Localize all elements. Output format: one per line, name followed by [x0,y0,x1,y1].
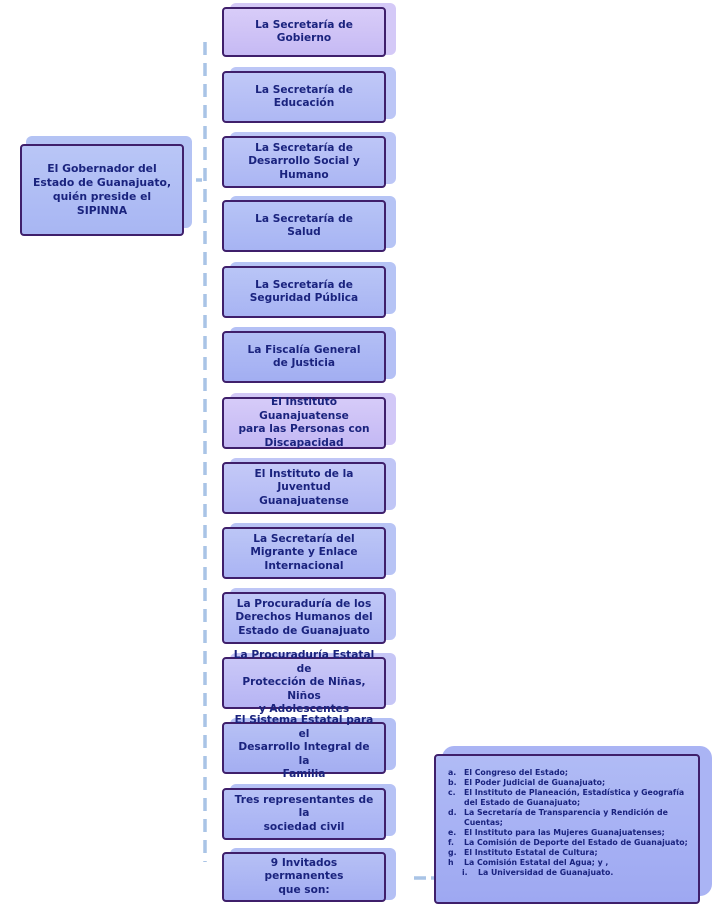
member-node-box: La Secretaría del Migrante y Enlace Inte… [222,527,386,579]
list-item-text: La Universidad de Guanajuato. [478,868,614,877]
invitees-node-box [434,754,700,904]
list-item-text: La Secretaría de Transparencia y Rendici… [464,808,668,827]
list-item-text: El Instituto para las Mujeres Guanajuate… [464,828,665,837]
member-node-box: El Instituto de la Juventud Guanajuatens… [222,462,386,514]
member-label: La Procuraduría de los Derechos Humanos … [235,597,373,637]
list-item: c. El Instituto de Planeación, Estadístic… [448,788,692,808]
member-label: La Secretaría de Educación [255,83,353,110]
list-item-text: El Poder Judicial de Guanajuato; [464,778,606,787]
member-label: La Secretaría de Seguridad Pública [249,278,359,305]
member-node-box: La Procuraduría de los Derechos Humanos … [222,592,386,644]
member-node-box: El Sistema Estatal para el Desarrollo In… [222,714,386,780]
governor-node: El Gobernador del Estado de Guanajuato, … [20,136,192,236]
member-node: La Secretaría de Gobierno [222,3,396,57]
list-marker: c. [448,788,456,797]
member-node: Tres representantes de la sociedad civil [222,784,396,840]
list-item: f. La Comisión de Deporte del Estado de G… [448,838,692,848]
list-marker: d. [448,808,457,817]
list-item-text: El Instituto de Planeación, Estadística … [464,788,685,807]
list-item: d. La Secretaría de Transparencia y Rendi… [448,808,692,828]
list-item: i. La Universidad de Guanajuato. [448,868,692,878]
member-node: La Secretaría de Educación [222,67,396,123]
list-item-text: El Congreso del Estado; [464,768,569,777]
member-node: La Secretaría de Desarrollo Social y Hum… [222,132,396,188]
list-marker: a. [448,768,457,777]
member-node: La Fiscalía General de Justicia [222,327,396,383]
member-label: La Secretaría de Desarrollo Social y Hum… [248,141,360,181]
member-label: La Procuraduría Estatal de Protección de… [233,649,375,716]
member-node-box: La Fiscalía General de Justicia [222,331,386,383]
member-node: 9 Invitados permanentes que son: [222,848,396,902]
member-label: El Instituto Guanajuatense para las Pers… [238,396,370,449]
member-label: La Secretaría del Migrante y Enlace Inte… [250,532,358,572]
member-label: El Instituto de la Juventud Guanajuatens… [254,467,354,507]
member-label: Tres representantes de la sociedad civil [234,793,374,833]
list-marker: i. [462,868,468,877]
governor-label: El Gobernador del Estado de Guanajuato, … [32,162,172,217]
member-node: El Sistema Estatal para el Desarrollo In… [222,714,396,780]
invitees-node [434,746,712,904]
list-item-text: La Comisión Estatal del Agua; y , [464,858,609,867]
member-node-box: La Procuraduría Estatal de Protección de… [222,649,386,715]
list-marker: b. [448,778,457,787]
list-item: e. El Instituto para las Mujeres Guanajua… [448,828,692,838]
member-node: La Secretaría del Migrante y Enlace Inte… [222,523,396,579]
member-node-box: La Secretaría de Educación [222,71,386,123]
member-node: El Instituto Guanajuatense para las Pers… [222,393,396,449]
list-item: a. El Congreso del Estado; [448,768,692,778]
list-marker: f. [448,838,454,847]
member-label: El Sistema Estatal para el Desarrollo In… [234,714,374,781]
member-node-box: La Secretaría de Seguridad Pública [222,266,386,318]
member-node: La Secretaría de Seguridad Pública [222,262,396,318]
member-node-box: La Secretaría de Gobierno [222,7,386,57]
list-item: h La Comisión Estatal del Agua; y , [448,858,692,868]
member-node-box: 9 Invitados permanentes que son: [222,852,386,902]
governor-node-box: El Gobernador del Estado de Guanajuato, … [20,144,184,236]
member-label: La Secretaría de Gobierno [255,18,353,45]
list-marker: h [448,858,454,867]
member-node-box: El Instituto Guanajuatense para las Pers… [222,396,386,449]
list-item-text: El Instituto Estatal de Cultura; [464,848,598,857]
list-item: g. El Instituto Estatal de Cultura; [448,848,692,858]
member-label: La Secretaría de Salud [255,212,353,239]
list-item-text: La Comisión de Deporte del Estado de Gua… [464,838,688,847]
member-node-box: La Secretaría de Salud [222,200,386,252]
member-node-box: La Secretaría de Desarrollo Social y Hum… [222,136,386,188]
invitees-list: a. El Congreso del Estado; b. El Poder Jud… [438,756,696,902]
list-item: b. El Poder Judicial de Guanajuato; [448,778,692,788]
member-node: La Secretaría de Salud [222,196,396,252]
member-node: El Instituto de la Juventud Guanajuatens… [222,458,396,514]
list-marker: g. [448,848,457,857]
member-label: 9 Invitados permanentes que son: [264,856,344,896]
list-marker: e. [448,828,457,837]
member-node: La Procuraduría de los Derechos Humanos … [222,588,396,644]
member-node: La Procuraduría Estatal de Protección de… [222,649,396,715]
member-label: La Fiscalía General de Justicia [247,343,361,370]
member-node-box: Tres representantes de la sociedad civil [222,788,386,840]
